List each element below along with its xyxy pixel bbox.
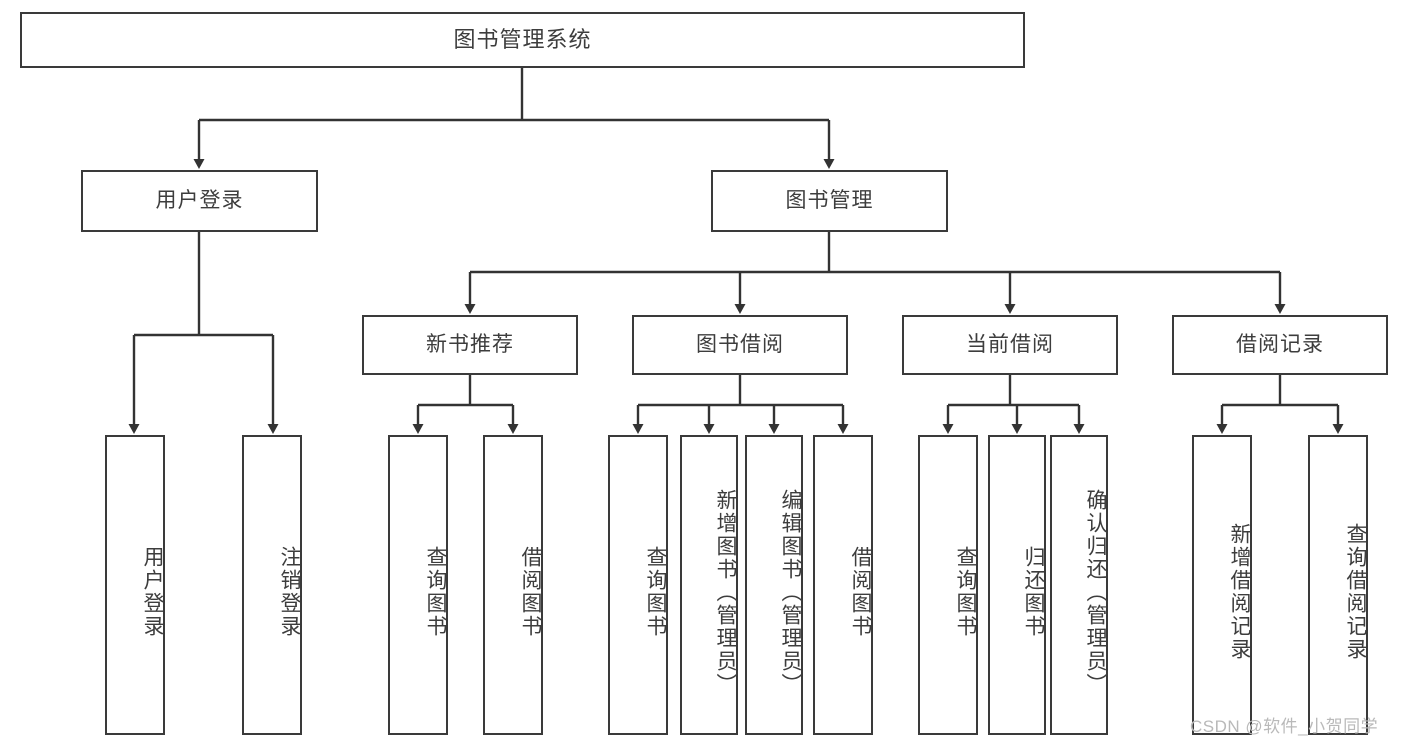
leaf-confirm-return-admin[interactable]: 确认归还（管理员） (1050, 435, 1108, 735)
node-book-management-label: 图书管理 (785, 189, 874, 213)
leaf-query-borrow-record[interactable]: 查询借阅记录 (1308, 435, 1368, 735)
leaf-add-book-admin[interactable]: 新增图书（管理员） (680, 435, 738, 735)
leaf-query-book-newbook[interactable]: 查询图书 (388, 435, 448, 735)
leaf-edit-book-admin-label: 编辑图书（管理员） (779, 488, 802, 696)
node-user-login-label: 用户登录 (155, 189, 244, 213)
node-book-management[interactable]: 图书管理 (711, 170, 948, 232)
node-root[interactable]: 图书管理系统 (20, 12, 1025, 68)
node-new-book-recommend[interactable]: 新书推荐 (362, 315, 578, 375)
node-current-borrow[interactable]: 当前借阅 (902, 315, 1118, 375)
leaf-return-book-label: 归还图书 (1022, 546, 1045, 638)
leaf-return-book[interactable]: 归还图书 (988, 435, 1046, 735)
node-root-label: 图书管理系统 (453, 26, 592, 52)
leaf-borrow-book[interactable]: 借阅图书 (813, 435, 873, 735)
leaf-query-book-borrow[interactable]: 查询图书 (608, 435, 668, 735)
node-book-borrow-label: 图书借阅 (696, 333, 784, 357)
leaf-borrow-book-label: 借阅图书 (849, 546, 872, 638)
node-user-login[interactable]: 用户登录 (81, 170, 318, 232)
leaf-add-book-admin-label: 新增图书（管理员） (714, 488, 737, 696)
node-current-borrow-label: 当前借阅 (966, 333, 1054, 357)
csdn-watermark: CSDN @软件_小贺同学 (1190, 717, 1379, 736)
node-book-borrow[interactable]: 图书借阅 (632, 315, 848, 375)
leaf-add-borrow-record-label: 新增借阅记录 (1228, 523, 1251, 661)
leaf-add-borrow-record[interactable]: 新增借阅记录 (1192, 435, 1252, 735)
node-new-book-recommend-label: 新书推荐 (426, 333, 514, 357)
leaf-edit-book-admin[interactable]: 编辑图书（管理员） (745, 435, 803, 735)
leaf-confirm-return-admin-label: 确认归还（管理员） (1084, 488, 1107, 696)
leaf-borrow-book-newbook[interactable]: 借阅图书 (483, 435, 543, 735)
leaf-query-book-current-label: 查询图书 (954, 546, 977, 638)
leaf-borrow-book-newbook-label: 借阅图书 (519, 546, 542, 638)
leaf-logout-label: 注销登录 (278, 546, 301, 638)
node-borrow-records[interactable]: 借阅记录 (1172, 315, 1388, 375)
leaf-user-login[interactable]: 用户登录 (105, 435, 165, 735)
leaf-query-book-current[interactable]: 查询图书 (918, 435, 978, 735)
leaf-query-book-borrow-label: 查询图书 (644, 546, 667, 638)
leaf-query-book-newbook-label: 查询图书 (424, 546, 447, 638)
node-borrow-records-label: 借阅记录 (1236, 333, 1324, 357)
leaf-query-borrow-record-label: 查询借阅记录 (1344, 523, 1367, 661)
leaf-user-login-label: 用户登录 (141, 546, 164, 638)
leaf-logout[interactable]: 注销登录 (242, 435, 302, 735)
